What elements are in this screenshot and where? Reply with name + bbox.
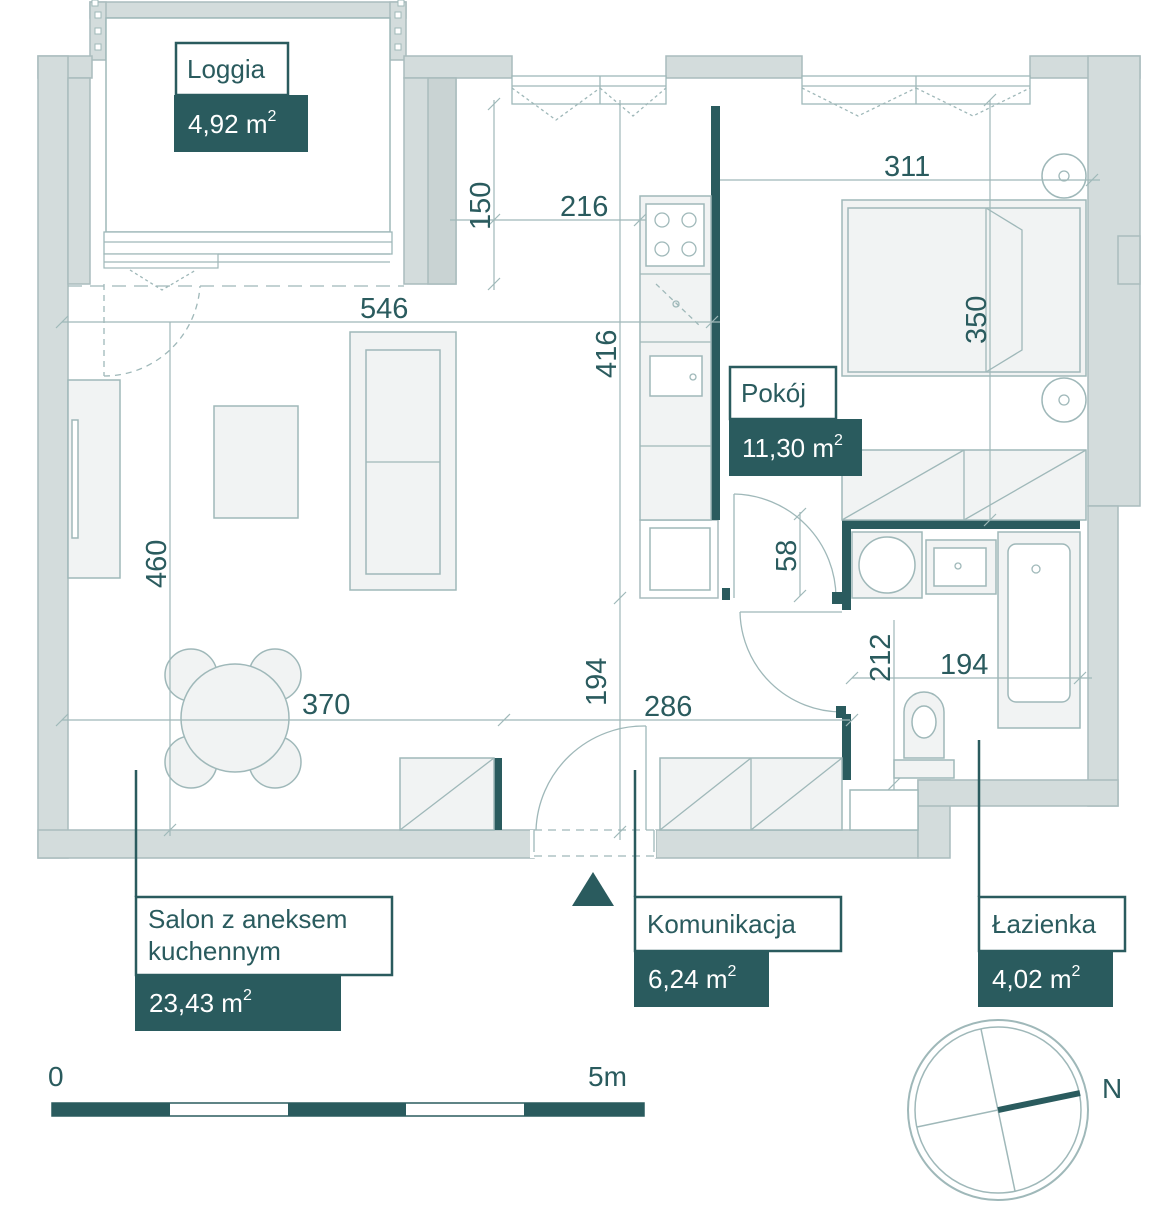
sink: [649, 355, 703, 397]
wall-col-right-face: [427, 77, 457, 285]
wall-stub-bottom: [494, 758, 502, 830]
room-area-pokoj: 11,30 m2: [742, 432, 843, 463]
label-pokoj: Pokój 11,30 m2: [728, 365, 862, 476]
loggia-wall-top: [89, 1, 407, 19]
walls: [37, 1, 1141, 859]
wall-left: [37, 55, 69, 859]
wall-right-lower: [1087, 505, 1119, 807]
label-komunikacja: Komunikacja 6,24 m2: [633, 770, 843, 1007]
hall-wardrobe: [659, 757, 843, 831]
dim-212: 212: [865, 634, 897, 682]
wall-bathroom-left-top: [842, 520, 851, 610]
compass-icon: N: [907, 1019, 1122, 1201]
wall-bottom-mid: [655, 829, 919, 859]
wall-col-left: [67, 77, 91, 285]
scale-end-label: 5m: [588, 1061, 627, 1092]
room-area-lazienka: 4,02 m2: [992, 963, 1081, 994]
dim-416: 416: [591, 330, 623, 378]
room-area-salon: 23,43 m2: [149, 987, 252, 1018]
nightstand-top: [1041, 153, 1087, 199]
label-salon: Salon z aneksem kuchennym 23,43 m2: [134, 770, 394, 1031]
compass-north-label: N: [1102, 1073, 1122, 1104]
dim-150: 150: [465, 182, 497, 230]
room-name-salon-line2: kuchennym: [148, 936, 281, 966]
room-area-komunikacja: 6,24 m2: [648, 963, 737, 994]
dim-546: 546: [360, 293, 408, 325]
bed-inner: [847, 207, 1081, 373]
entrance-arrow-icon: [572, 872, 614, 906]
dim-216: 216: [560, 191, 608, 223]
label-lazienka: Łazienka 4,02 m2: [977, 740, 1127, 1007]
label-loggia: Loggia 4,92 m2: [174, 41, 308, 152]
salon-furniture: [67, 331, 495, 831]
dim-311: 311: [884, 151, 930, 183]
nightstand-bottom: [1041, 377, 1087, 423]
dim-286: 286: [644, 691, 692, 723]
wall-kitchen-pokoj: [711, 106, 720, 520]
fridge: [649, 527, 711, 591]
dim-194-vertical: 194: [581, 658, 613, 706]
interior-walls: [494, 106, 1080, 830]
loggia-door: [68, 284, 404, 377]
toilet-tank: [893, 759, 955, 779]
dimension-lines: [55, 93, 1100, 840]
room-area-loggia: 4,92 m2: [188, 108, 277, 139]
dim-194-horizontal: 194: [940, 649, 988, 681]
dim-58: 58: [771, 540, 803, 572]
bedroom-furniture: [841, 153, 1087, 521]
dim-460: 460: [141, 540, 173, 588]
loggia-rail: [103, 231, 393, 255]
coffee-table: [213, 405, 299, 519]
wall-bottom-left: [37, 829, 535, 859]
dimension-labels: 546 216 150 311 350 416 460 58 370 286 1…: [141, 151, 993, 723]
kitchen: [639, 195, 712, 591]
wall-bathroom-left-bottom: [842, 714, 851, 780]
bathroom-fixtures: [849, 531, 1081, 831]
windows: [103, 75, 1031, 291]
room-name-salon-line1: Salon z aneksem: [148, 904, 347, 934]
wardrobe-handle: [71, 419, 79, 539]
scale-bar: 0 5m: [48, 1061, 645, 1117]
room-name-komunikacja: Komunikacja: [647, 909, 796, 939]
wall-right-stub: [1117, 235, 1141, 285]
room-name-loggia: Loggia: [187, 54, 266, 84]
wall-top-center: [665, 55, 803, 79]
dim-350: 350: [961, 296, 993, 344]
loggia-fixings: [91, 0, 405, 51]
wall-bottom-far-right: [917, 779, 1119, 807]
room-name-pokoj: Pokój: [741, 378, 806, 408]
dining-table: [180, 663, 290, 773]
dim-370: 370: [302, 689, 350, 721]
room-name-lazienka: Łazienka: [992, 909, 1097, 939]
wall-top-mid: [403, 55, 513, 79]
hob: [645, 203, 705, 267]
scale-start-label: 0: [48, 1061, 64, 1092]
wall-bathroom-top: [842, 520, 1080, 529]
